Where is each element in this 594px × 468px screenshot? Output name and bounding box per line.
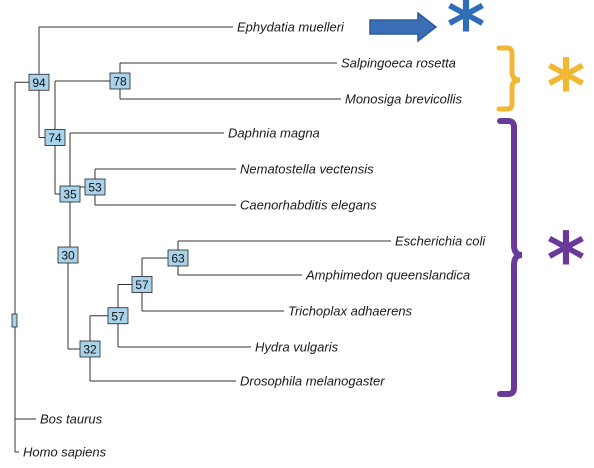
bootstrap-value: 78 [113,75,127,89]
metazoa-bracket [497,118,523,397]
taxon-label-homo: Homo sapiens [23,445,107,460]
bootstrap-box [131,276,153,293]
bootstrap-box [57,246,79,264]
bootstrap-value: 32 [83,343,97,357]
taxon-label-monosiga: Monosiga brevicollis [345,92,463,107]
bootstrap-value: 57 [135,278,149,292]
taxon-label-nematostella: Nematostella vectensis [240,162,374,177]
taxon-label-amphimedon: Amphimedon queenslandica [305,268,470,283]
bootstrap-value: 35 [63,188,77,202]
highlight-arrow [369,11,438,43]
bootstrap-value: 57 [111,309,125,323]
bootstrap-box [59,185,81,203]
purple-asterisk: * [547,217,586,303]
taxon-label-drosophila: Drosophila melanogaster [240,374,385,389]
bootstrap-boxes: 94 78 74 35 53 30 63 57 57 32 [28,72,189,358]
blue-asterisk: * [447,0,486,70]
taxon-label-escherichia: Escherichia coli [395,234,486,249]
bootstrap-box [84,178,106,196]
bootstrap-value: 63 [171,252,185,266]
taxon-label-salpingoeca: Salpingoeca rosetta [341,56,456,71]
bootstrap-box [28,73,50,91]
bootstrap-box [107,307,129,325]
taxon-label-daphnia: Daphnia magna [228,126,320,141]
bootstrap-box [167,249,189,267]
taxon-label-trichoplax: Trichoplax adhaerens [288,304,413,319]
bootstrap-box [109,72,131,90]
choanoflagellate-bracket [496,45,521,112]
yellow-asterisk: * [547,44,586,130]
bootstrap-box [44,129,66,146]
bootstrap-value: 94 [32,76,46,90]
bootstrap-box [79,340,101,358]
taxon-label-hydra: Hydra vulgaris [255,340,339,355]
taxon-label-caenorhabditis: Caenorhabditis elegans [240,198,377,213]
taxon-label-bos: Bos taurus [40,412,103,427]
root-marker [11,313,18,328]
taxon-label-ephydatia: Ephydatia muelleri [237,20,345,35]
bootstrap-value: 30 [61,249,75,263]
bootstrap-value: 53 [88,181,102,195]
bootstrap-value: 74 [48,131,62,145]
